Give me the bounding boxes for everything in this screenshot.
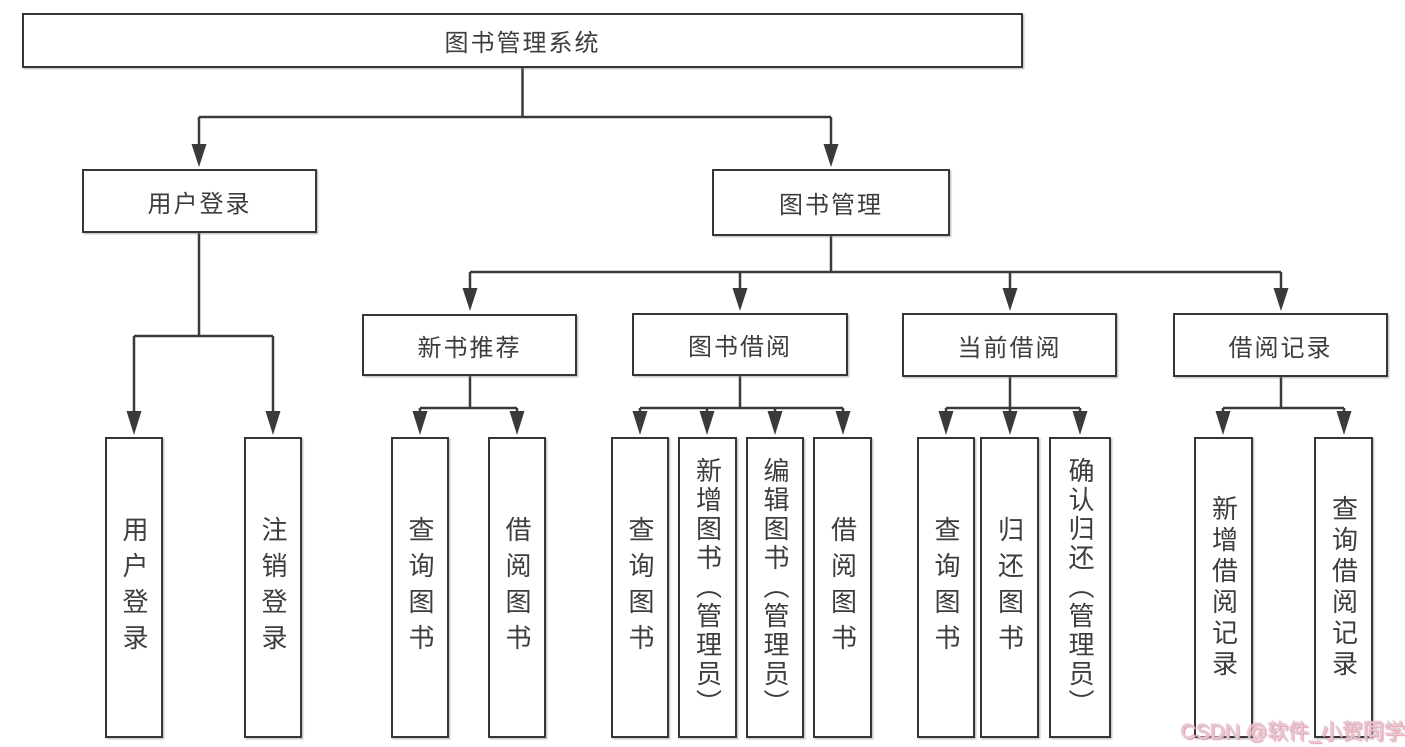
node-label: 查询图书 bbox=[625, 515, 655, 660]
leaf-borrow-books-recommend: 借阅图书 bbox=[488, 437, 546, 738]
node-new-book-recommendation: 新书推荐 bbox=[362, 314, 577, 376]
leaf-query-books-recommend: 查询图书 bbox=[391, 437, 449, 738]
node-label: 注销登录 bbox=[258, 515, 288, 660]
arrowheads bbox=[126, 144, 1352, 435]
leaf-user-login: 用户登录 bbox=[105, 437, 163, 738]
node-borrowing-records: 借阅记录 bbox=[1173, 313, 1388, 377]
node-current-borrowing: 当前借阅 bbox=[902, 313, 1117, 377]
node-label: 新增借阅记录 bbox=[1208, 494, 1239, 681]
node-label: 确认归还（管理员） bbox=[1065, 457, 1095, 718]
node-label: 查询借阅记录 bbox=[1328, 494, 1359, 681]
leaf-edit-book-admin: 编辑图书（管理员） bbox=[746, 437, 804, 738]
node-label: 新增图书（管理员） bbox=[692, 457, 723, 718]
leaf-query-borrow-record: 查询借阅记录 bbox=[1314, 437, 1373, 738]
node-label: 归还图书 bbox=[994, 515, 1025, 660]
node-label: 查询图书 bbox=[405, 515, 435, 660]
csdn-watermark: CSDN @软件_小贺同学 bbox=[1181, 721, 1405, 744]
node-label: 借阅图书 bbox=[502, 515, 532, 660]
leaf-add-book-admin: 新增图书（管理员） bbox=[678, 437, 737, 738]
node-label: 借阅图书 bbox=[827, 515, 858, 660]
leaf-return-books: 归还图书 bbox=[980, 437, 1039, 738]
node-label: 用户登录 bbox=[119, 515, 149, 660]
node-user-login: 用户登录 bbox=[82, 169, 317, 233]
node-book-management: 图书管理 bbox=[712, 169, 950, 236]
leaf-query-books-borrow: 查询图书 bbox=[611, 437, 669, 738]
leaf-borrow-books: 借阅图书 bbox=[813, 437, 872, 738]
leaf-logout: 注销登录 bbox=[244, 437, 302, 738]
leaf-add-borrow-record: 新增借阅记录 bbox=[1194, 437, 1253, 738]
leaf-confirm-return-admin: 确认归还（管理员） bbox=[1049, 437, 1111, 738]
node-label: 查询图书 bbox=[931, 515, 961, 660]
node-book-borrowing: 图书借阅 bbox=[632, 313, 848, 376]
leaf-query-books-current: 查询图书 bbox=[917, 437, 975, 738]
node-library-management-system: 图书管理系统 bbox=[22, 13, 1023, 68]
node-label: 编辑图书（管理员） bbox=[760, 457, 790, 718]
